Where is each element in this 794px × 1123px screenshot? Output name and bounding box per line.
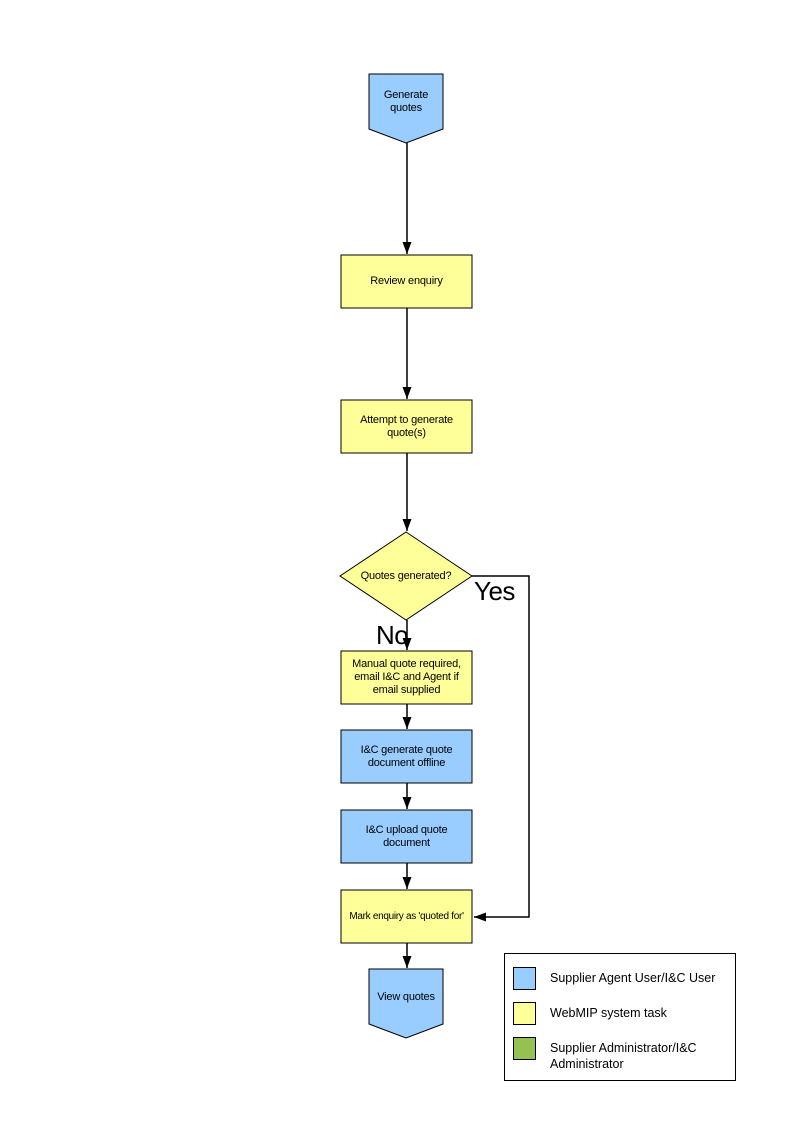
- node-decision-diamond: [339, 531, 473, 621]
- node-upload-label: I&C upload quote document: [365, 823, 448, 849]
- edge-decision-yes-to-mark: [472, 575, 530, 922]
- node-review-label: Review enquiry: [370, 275, 443, 287]
- branch-no-label: No: [376, 620, 409, 650]
- node-start-pentagon: [368, 73, 444, 144]
- node-mark-label: Mark enquiry as 'quoted for': [349, 911, 464, 922]
- node-upload-rect: [340, 809, 473, 864]
- node-offline-label: I&C generate quote document offline: [360, 743, 453, 769]
- legend: Supplier Agent User/I&C User WebMIP syst…: [504, 953, 736, 1081]
- node-manual-rect: [340, 650, 473, 705]
- legend-swatch-blue: [513, 967, 536, 990]
- legend-label: Supplier Agent User/I&C User: [550, 971, 716, 985]
- legend-item-supplier-agent-user: Supplier Agent User/I&C User: [513, 967, 730, 990]
- node-attempt-label: Attempt to generate quote(s): [360, 413, 453, 439]
- node-start-label: Generate quotes: [383, 89, 429, 114]
- node-manual-label: Manual quote required, email I&C and Age…: [352, 658, 461, 696]
- node-review-rect: [340, 254, 473, 309]
- legend-swatch-yellow: [513, 1002, 536, 1025]
- branch-yes-label: Yes: [474, 576, 515, 606]
- node-end-label: View quotes: [377, 990, 435, 1003]
- legend-label: WebMIP system task: [550, 1006, 667, 1020]
- node-mark-rect: [340, 889, 473, 944]
- legend-swatch-green: [513, 1037, 536, 1060]
- legend-item-supplier-administrator: Supplier Administrator/I&C Administrator: [513, 1037, 730, 1072]
- legend-label: Supplier Administrator/I&C Administrator: [550, 1041, 697, 1071]
- node-end-pentagon: [368, 968, 444, 1039]
- node-decision-label: Quotes generated?: [360, 569, 452, 582]
- node-offline-rect: [340, 729, 473, 784]
- legend-item-webmip-system-task: WebMIP system task: [513, 1002, 730, 1025]
